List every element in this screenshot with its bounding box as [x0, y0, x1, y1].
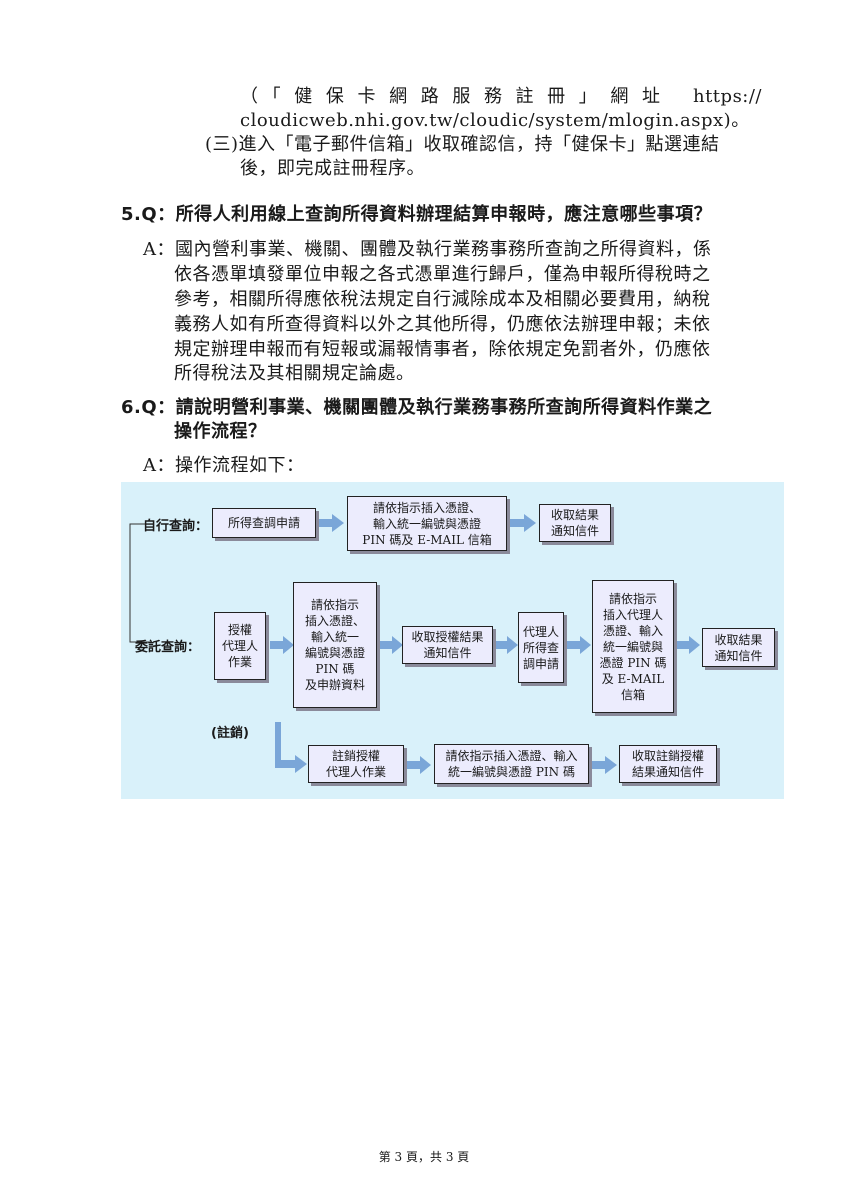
- cancel-step-1: 註銷授權 代理人作業: [308, 745, 404, 783]
- flow-connectors: [129, 514, 700, 774]
- cancel-step-2: 請依指示插入憑證、輸入 統一編號與憑證 PIN 碼: [434, 744, 589, 784]
- entrust-step-5: 請依指示 插入代理人 憑證、輸入 統一編號與 憑證 PIN 碼 及 E-MAIL…: [592, 580, 674, 713]
- entrust-query-label: 委託查詢：: [135, 640, 201, 655]
- question-6-line-2: 操作流程？: [174, 421, 267, 442]
- entrust-arrows: [270, 636, 700, 654]
- self-step-2: 請依指示插入憑證、 輸入統一編號與憑證 PIN 碼及 E-MAIL 信箱: [347, 496, 507, 551]
- cancel-label: (註銷): [211, 726, 249, 741]
- answer-5-line-5: 規定辦理申報而有短報或漏報情事者，除依規定免罰者外，仍應依: [174, 339, 711, 360]
- url-line-1: （「健保卡網路服務註冊」網址 https://: [240, 86, 762, 107]
- step-three-line-1: (三)進入「電子郵件信箱」收取確認信，持「健保卡」點選連結: [205, 134, 720, 155]
- self-arrows: [318, 514, 536, 532]
- answer-5-line-4: 義務人如有所查得資料以外之其他所得，仍應依法辦理申報；未依: [174, 314, 711, 335]
- page-footer: 第 3 頁，共 3 頁: [378, 1150, 470, 1164]
- url-line-2: cloudicweb.nhi.gov.tw/cloudic/system/mlo…: [240, 110, 750, 131]
- bracket-line: [129, 523, 150, 643]
- answer-5-line-1: A：國內營利事業、機關、團體及執行業務事務所查詢之所得資料，係: [143, 239, 712, 260]
- step-three-line-2: 後，即完成註冊程序。: [240, 158, 425, 179]
- question-6-line-1: 6.Q：請說明營利事業、機關團體及執行業務事務所查詢所得資料作業之: [121, 397, 713, 418]
- entrust-step-1: 授權 代理人 作業: [214, 612, 266, 680]
- self-step-3: 收取結果 通知信件: [539, 504, 611, 542]
- question-5: 5.Q：所得人利用線上查詢所得資料辦理結算申報時，應注意哪些事項？: [121, 204, 713, 225]
- flowchart: 自行查詢： 委託查詢： (註銷) 所得查調申請 請依指示插入憑證、 輸入統一編號…: [121, 482, 784, 799]
- self-query-label: 自行查詢：: [143, 519, 209, 534]
- entrust-step-3: 收取授權結果 通知信件: [402, 626, 493, 664]
- entrust-step-6: 收取結果 通知信件: [702, 628, 775, 667]
- cancel-arrows: [275, 722, 617, 774]
- self-step-1: 所得查調申請: [212, 508, 316, 538]
- answer-5-line-2: 依各憑單填發單位申報之各式憑單進行歸戶，僅為申報所得稅時之: [174, 264, 711, 285]
- cancel-step-3: 收取註銷授權 結果通知信件: [619, 745, 717, 783]
- answer-5-line-6: 所得稅法及其相關規定論處。: [174, 363, 415, 384]
- entrust-step-2: 請依指示 插入憑證、 輸入統一 編號與憑證 PIN 碼 及申辦資料: [293, 582, 377, 708]
- entrust-step-4: 代理人 所得查 調申請: [518, 612, 564, 683]
- answer-5-line-3: 參考，相關所得應依稅法規定自行減除成本及相關必要費用，納稅: [174, 289, 711, 310]
- answer-6: A：操作流程如下：: [143, 455, 305, 476]
